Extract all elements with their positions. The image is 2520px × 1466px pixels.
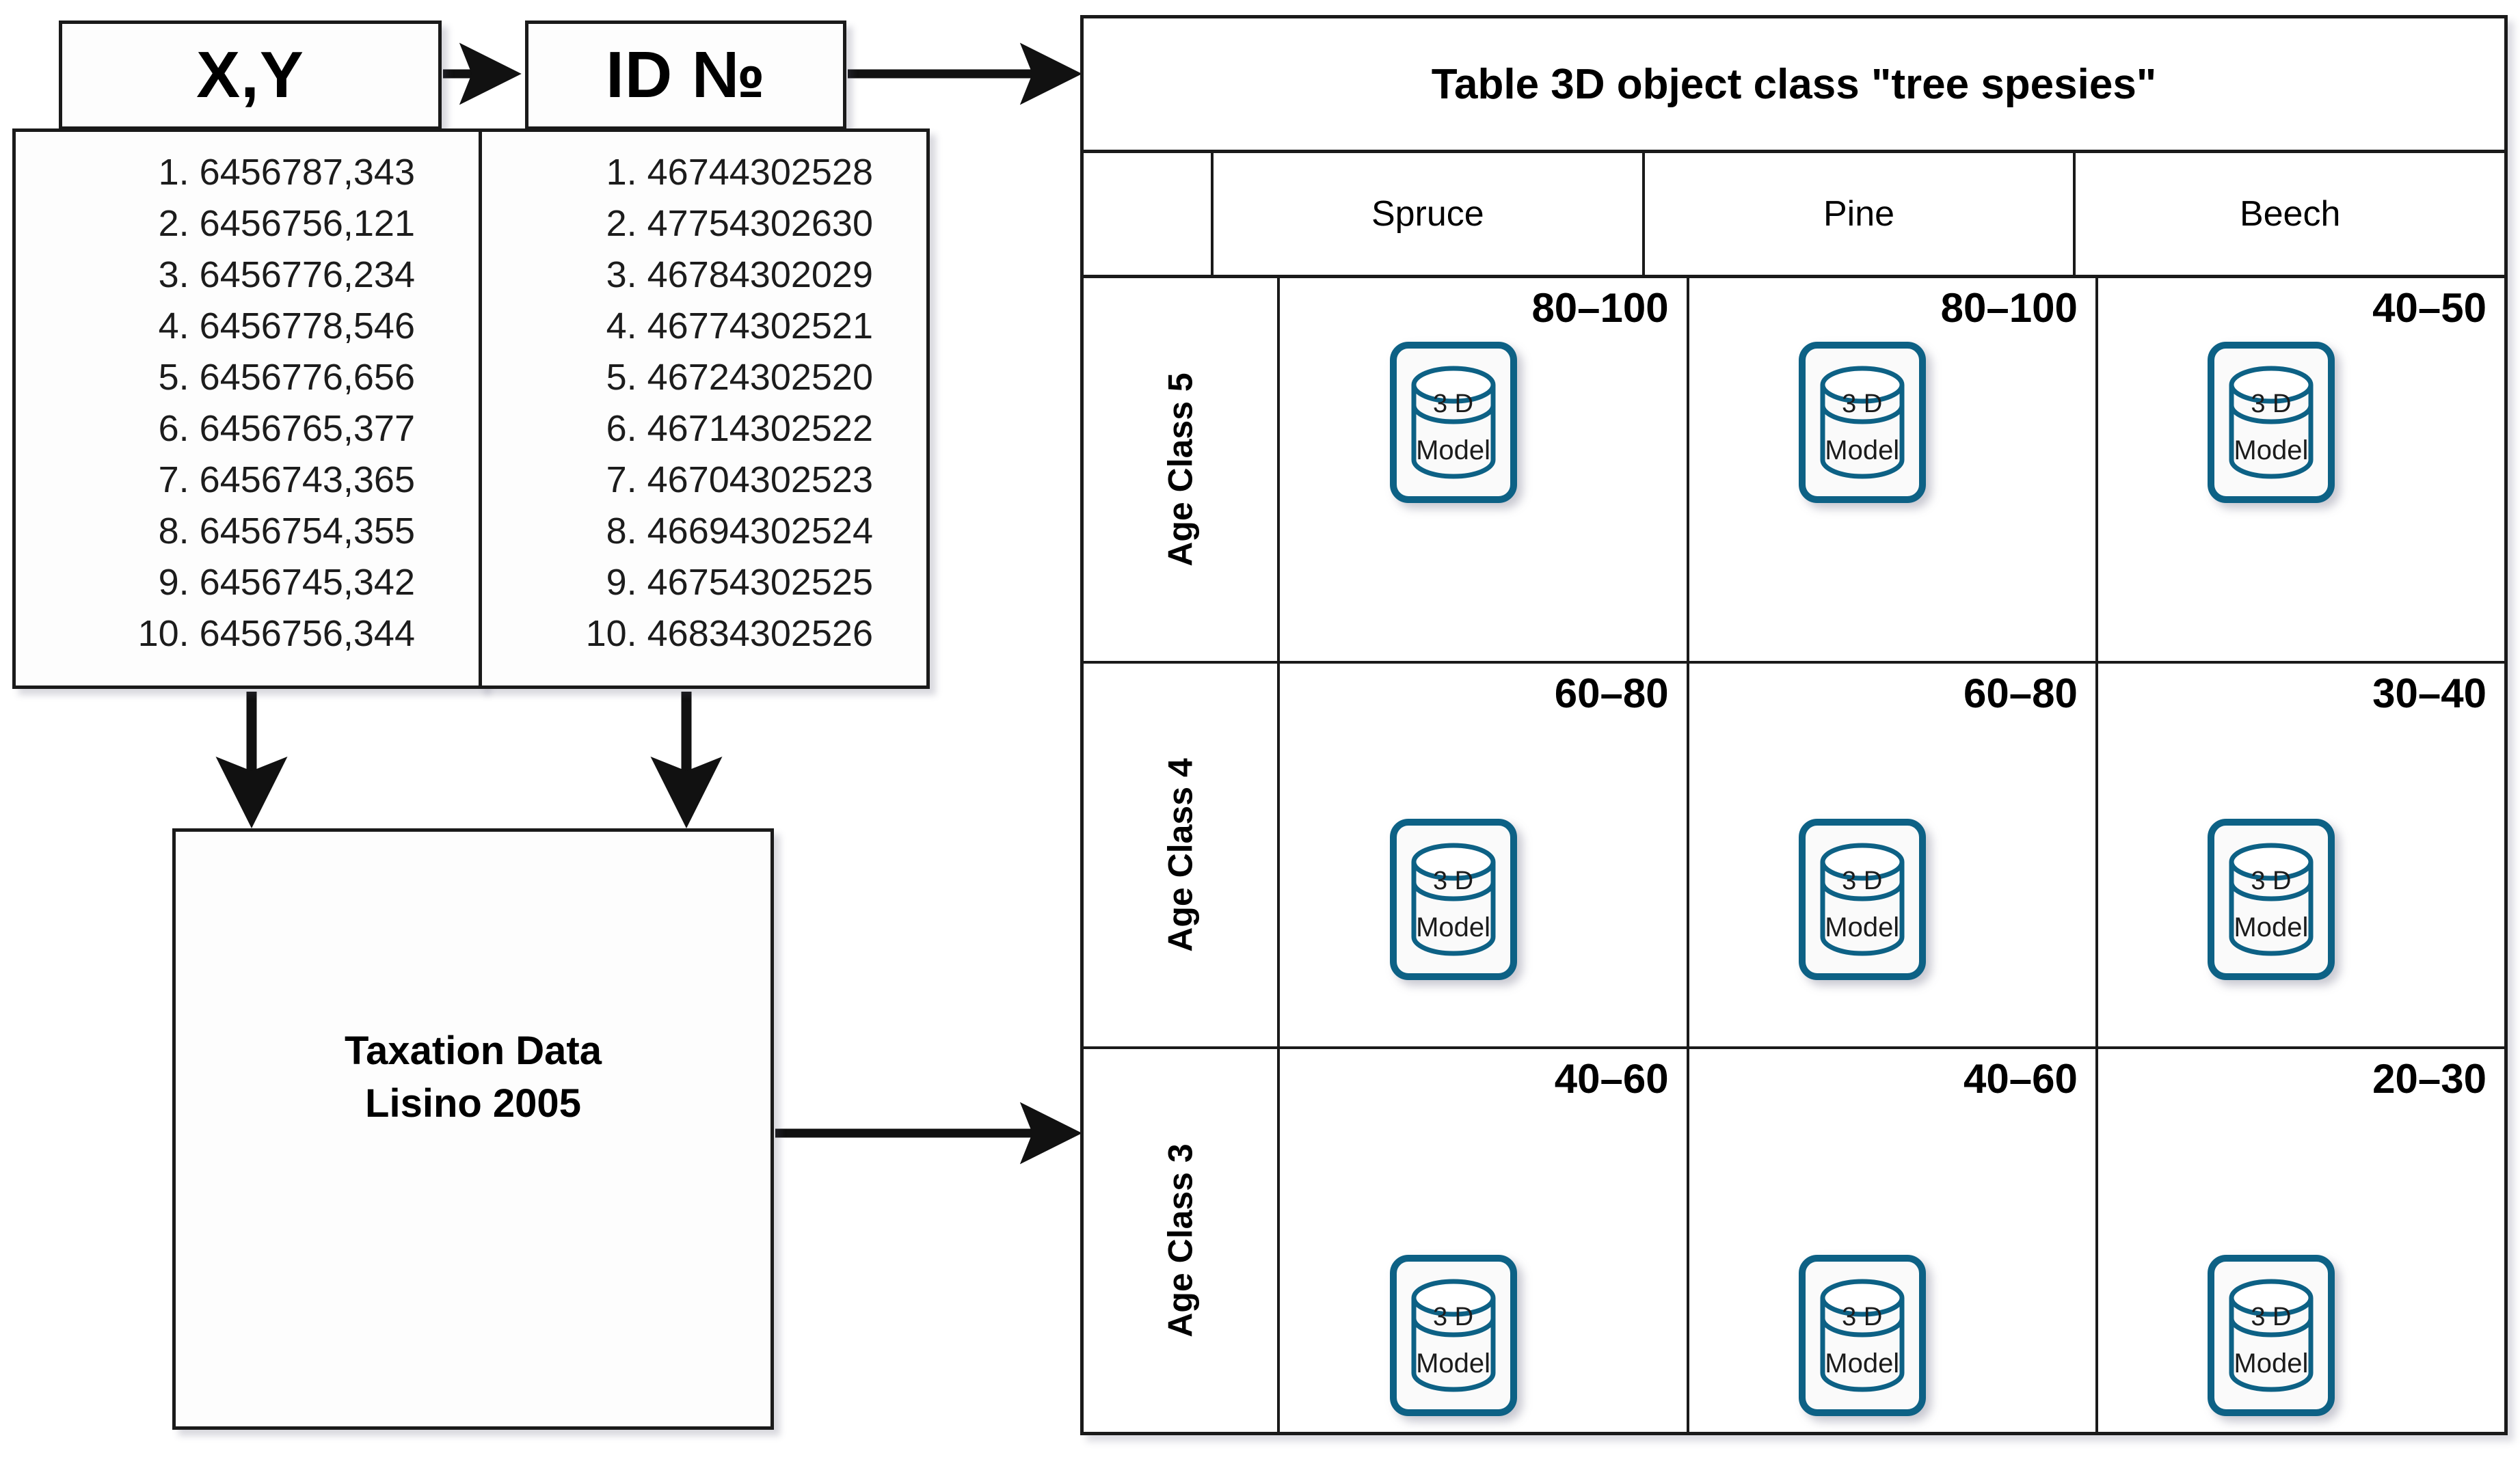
- 3d-model-icon[interactable]: 3 D Model: [2207, 818, 2335, 981]
- table-cell: 20–30 3 D Model: [2098, 1049, 2504, 1432]
- age-range-value: 60–80: [1963, 670, 2078, 716]
- id-number-item: 7. 46704302523: [606, 459, 873, 501]
- id-number-item: 10. 46834302526: [585, 613, 873, 655]
- model-icon-container: 3 D Model: [1689, 818, 2095, 981]
- xy-coordinate-item: 2. 6456756,121: [158, 203, 415, 245]
- age-range-value: 30–40: [2372, 670, 2487, 716]
- tree-species-table-panel: Table 3D object class "tree spesies" Spr…: [1080, 15, 2508, 1435]
- age-range-value: 80–100: [1940, 285, 2078, 331]
- id-number-list-panel: 1. 46744302528 2. 47754302630 3. 467843020…: [479, 128, 930, 689]
- 3d-model-icon[interactable]: 3 D Model: [2207, 341, 2335, 504]
- table-row: Age Class 5 80–100 3 D Model 80–100 3 D M…: [1084, 278, 2504, 664]
- age-range-value: 80–100: [1531, 285, 1669, 331]
- table-cell: 80–100 3 D Model: [1280, 278, 1689, 661]
- xy-coordinate-item: 7. 6456743,365: [158, 459, 415, 501]
- row-label-cell: Age Class 4: [1084, 664, 1281, 1046]
- age-range-value: 40–60: [1963, 1056, 2078, 1102]
- age-range-value: 20–30: [2372, 1056, 2487, 1102]
- model-icon-container: 3 D Model: [1280, 1254, 1686, 1417]
- xy-coordinate-item: 6. 6456765,377: [158, 408, 415, 450]
- age-range-value: 60–80: [1554, 670, 1669, 716]
- xy-coordinate-item: 1. 6456787,343: [158, 152, 415, 193]
- model-icon-container: 3 D Model: [2098, 341, 2504, 504]
- xy-coordinate-item: 3. 6456776,234: [158, 254, 415, 296]
- xy-coordinate-list-panel: 1. 6456787,343 2. 6456756,121 3. 6456776,2…: [12, 128, 484, 689]
- id-number-item: 2. 47754302630: [606, 203, 873, 245]
- 3d-model-icon[interactable]: 3 D Model: [1798, 1254, 1927, 1417]
- age-range-value: 40–50: [2372, 285, 2487, 331]
- table-cell: 80–100 3 D Model: [1689, 278, 2098, 661]
- id-number-item: 4. 46774302521: [606, 306, 873, 347]
- xy-coordinate-item: 5. 6456776,656: [158, 357, 415, 398]
- id-label-box: ID №: [525, 21, 846, 130]
- xy-coordinate-item: 8. 6456754,355: [158, 511, 415, 552]
- id-number-item: 9. 46754302525: [606, 562, 873, 603]
- model-icon-container: 3 D Model: [2098, 818, 2504, 981]
- id-number-item: 1. 46744302528: [606, 152, 873, 193]
- column-header-beech: Beech: [2239, 194, 2341, 234]
- table-header-row: Spruce Pine Beech: [1084, 153, 2504, 278]
- 3d-model-icon[interactable]: 3 D Model: [1389, 1254, 1518, 1417]
- table-row: Age Class 4 60–80 3 D Model 60–80 3 D Mod…: [1084, 664, 2504, 1049]
- id-number-list: 1. 46744302528 2. 47754302630 3. 467843020…: [482, 147, 926, 660]
- model-icon-container: 3 D Model: [1689, 1254, 2095, 1417]
- 3d-model-icon[interactable]: 3 D Model: [1389, 341, 1518, 504]
- xy-coordinate-item: 9. 6456745,342: [158, 562, 415, 603]
- id-number-item: 8. 46694302524: [606, 511, 873, 552]
- table-cell: 40–60 3 D Model: [1689, 1049, 2098, 1432]
- model-icon-container: 3 D Model: [2098, 1254, 2504, 1417]
- table-cell: 40–60 3 D Model: [1280, 1049, 1689, 1432]
- table-row: Age Class 3 40–60 3 D Model 40–60 3 D Mod…: [1084, 1049, 2504, 1432]
- id-number-item: 3. 46784302029: [606, 254, 873, 296]
- xy-coordinate-item: 4. 6456778,546: [158, 306, 415, 347]
- xy-label: X,Y: [196, 38, 304, 111]
- xy-coordinate-item: 10. 6456756,344: [137, 613, 415, 655]
- id-number-item: 6. 46714302522: [606, 408, 873, 450]
- row-label-cell: Age Class 3: [1084, 1049, 1281, 1432]
- table-cell: 40–50 3 D Model: [2098, 278, 2504, 661]
- column-header-pine: Pine: [1645, 153, 2076, 275]
- 3d-model-icon[interactable]: 3 D Model: [1798, 341, 1927, 504]
- row-label-age-class: Age Class 3: [1161, 1143, 1200, 1338]
- model-icon-container: 3 D Model: [1280, 341, 1686, 504]
- row-label-cell: Age Class 5: [1084, 278, 1281, 661]
- table-cell: 60–80 3 D Model: [1689, 664, 2098, 1046]
- table-cell: 60–80 3 D Model: [1280, 664, 1689, 1046]
- xy-label-box: X,Y: [59, 21, 442, 130]
- model-icon-container: 3 D Model: [1280, 818, 1686, 981]
- 3d-model-icon[interactable]: 3 D Model: [1389, 818, 1518, 981]
- xy-coordinate-list: 1. 6456787,343 2. 6456756,121 3. 6456776,2…: [16, 147, 481, 660]
- taxation-data-label: Taxation Data Lisino 2005: [344, 1029, 602, 1126]
- id-label: ID №: [606, 38, 766, 111]
- age-range-value: 40–60: [1554, 1056, 1669, 1102]
- table-grid: Spruce Pine Beech Age Class 5 80–100 3 D …: [1084, 153, 2504, 1432]
- id-number-item: 5. 46724302520: [606, 357, 873, 398]
- row-label-age-class: Age Class 4: [1161, 758, 1200, 952]
- table-corner-cell: [1084, 153, 1214, 275]
- 3d-model-icon[interactable]: 3 D Model: [1798, 818, 1927, 981]
- taxation-data-box: Taxation Data Lisino 2005: [172, 828, 774, 1430]
- table-title: Table 3D object class "tree spesies": [1084, 18, 2504, 153]
- column-header-spruce: Spruce: [1214, 153, 1645, 275]
- 3d-model-icon[interactable]: 3 D Model: [2207, 1254, 2335, 1417]
- model-icon-container: 3 D Model: [1689, 341, 2095, 504]
- row-label-age-class: Age Class 5: [1161, 372, 1200, 567]
- table-cell: 30–40 3 D Model: [2098, 664, 2504, 1046]
